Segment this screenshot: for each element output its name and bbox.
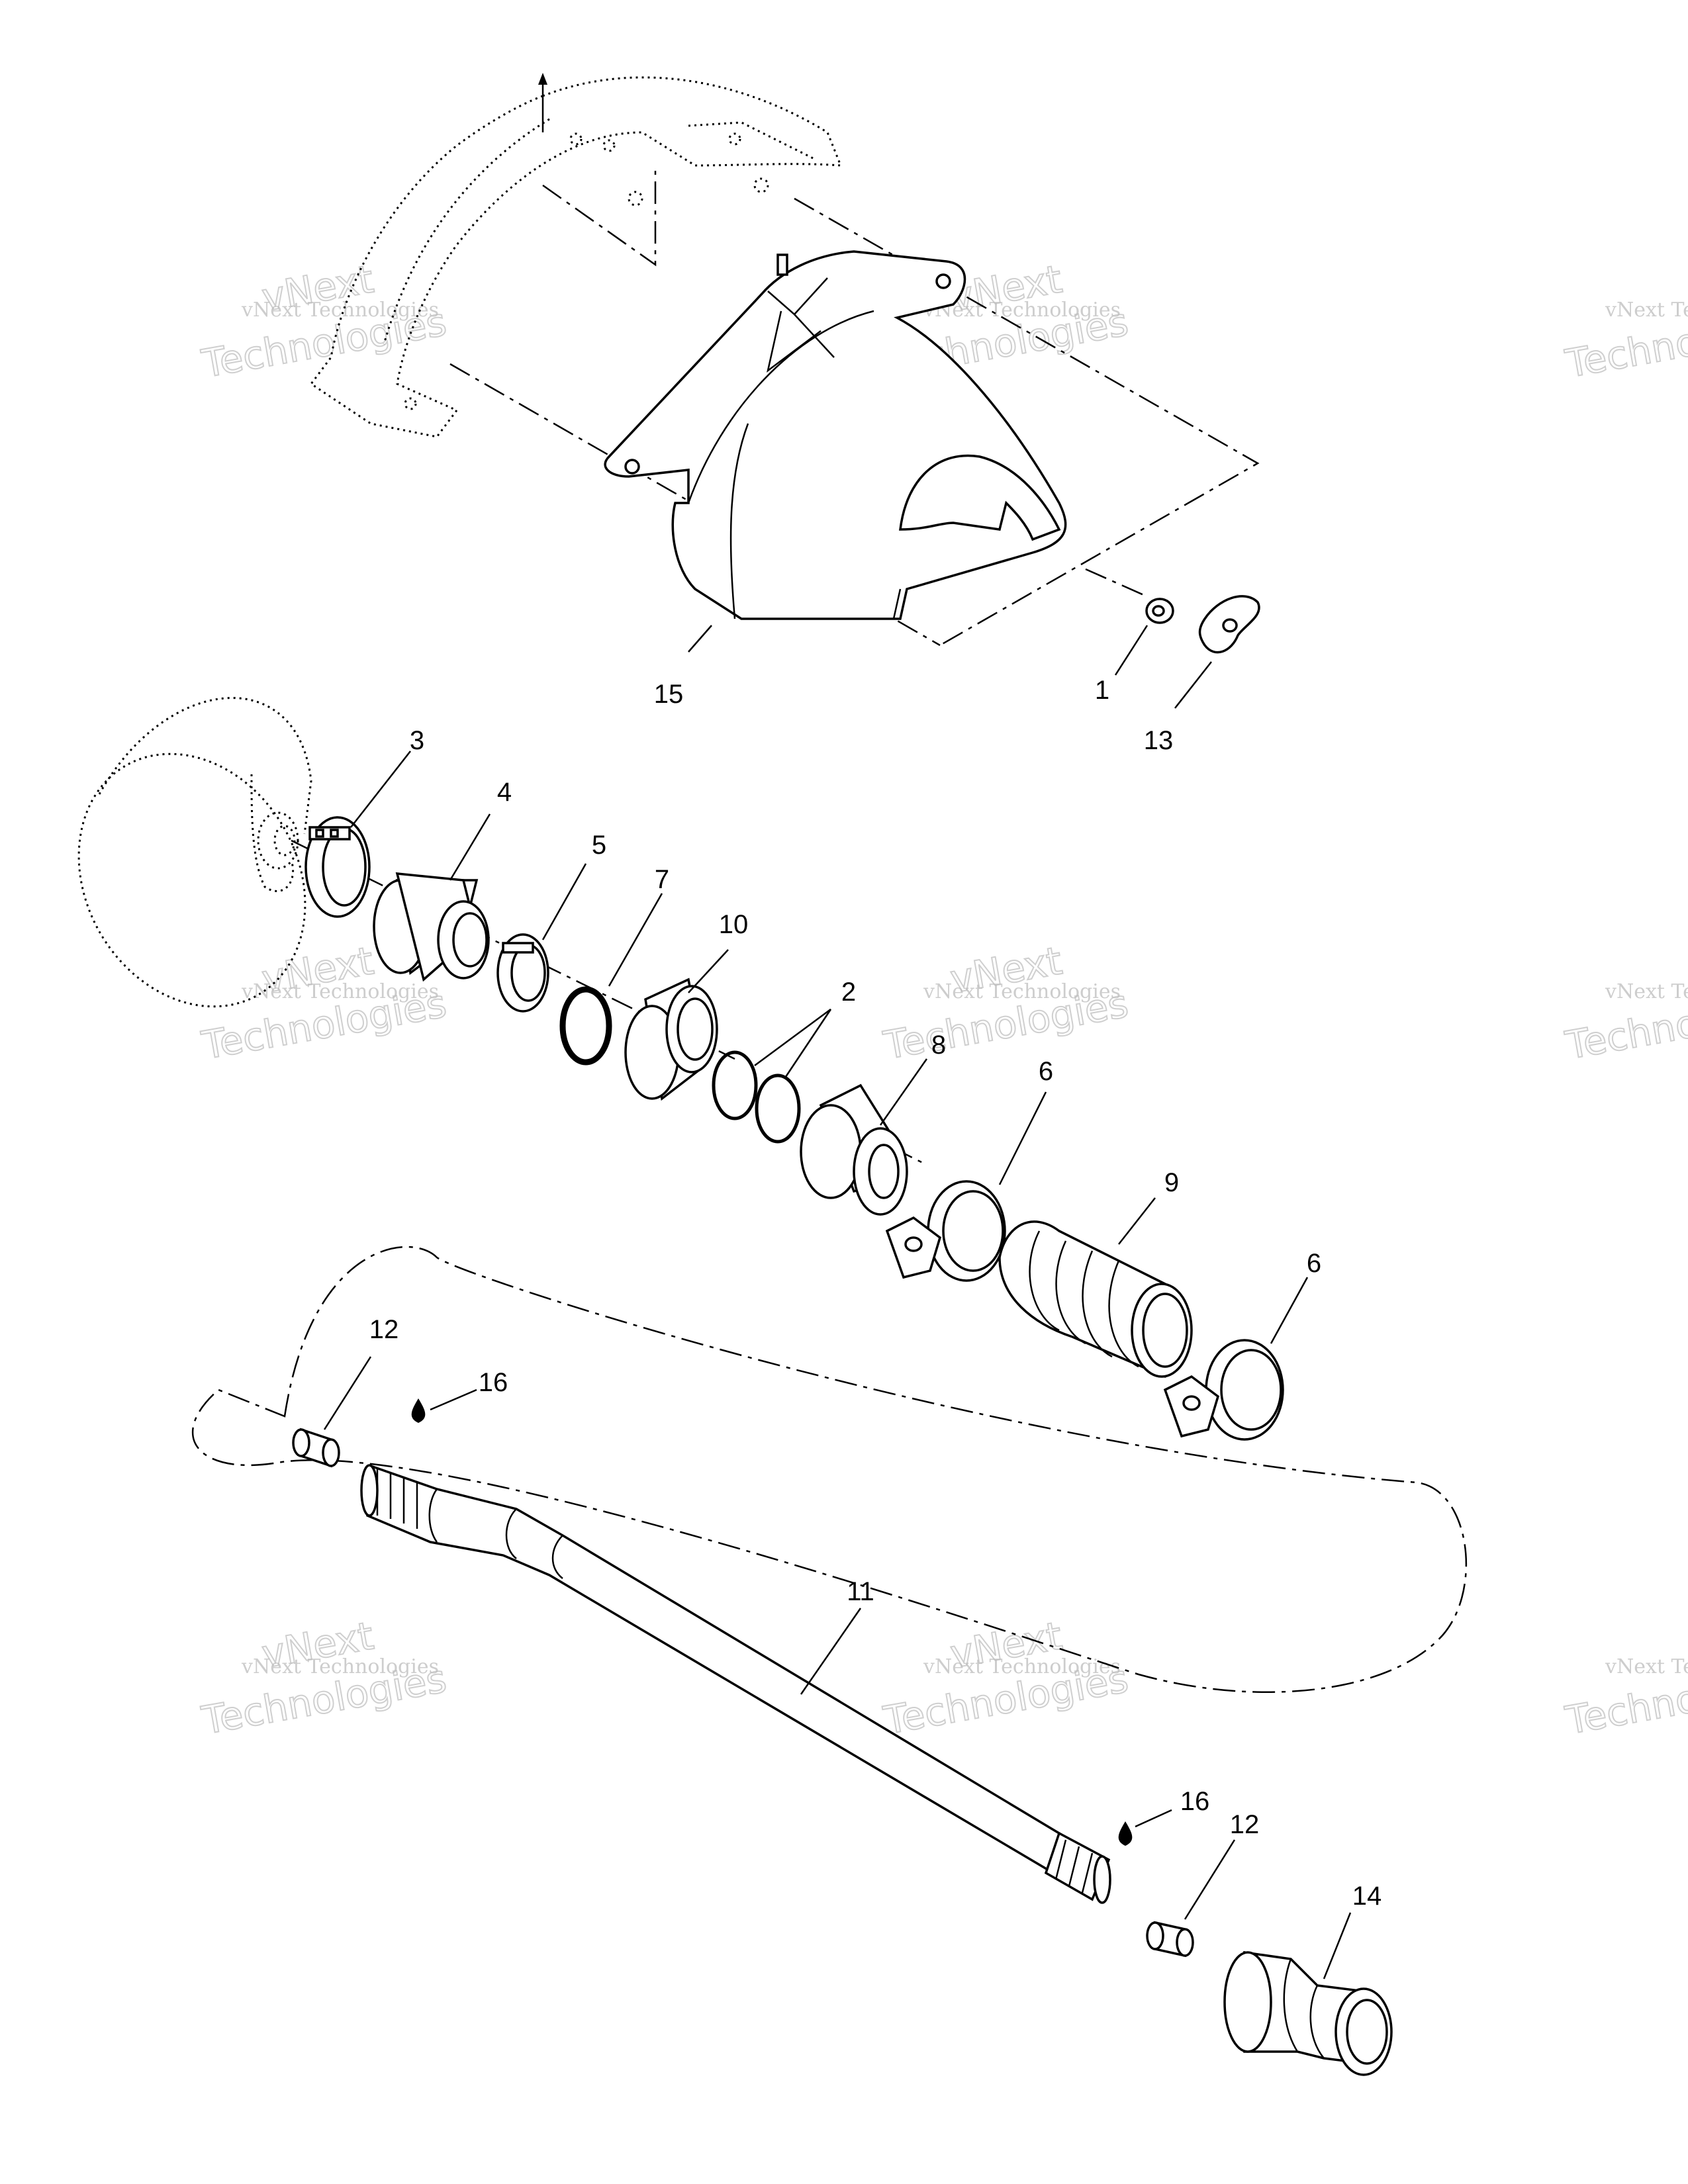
callout-labels: 15 1 13 3 4 5 7 10 2 8 6 9 6 12 16 11 16… — [369, 676, 1382, 1911]
callout-7: 7 — [655, 865, 669, 894]
callout-9: 9 — [1164, 1168, 1179, 1197]
svg-text:vNext Technologies: vNext Technologies — [923, 1655, 1121, 1678]
svg-text:vNext Technologies: vNext Technologies — [241, 1655, 439, 1678]
bearing-sleeve-10 — [624, 978, 718, 1101]
bottom-assembly — [191, 1246, 1467, 2076]
middle-assembly — [77, 697, 1309, 1441]
boot-adapter-4 — [373, 872, 490, 982]
leader-line — [449, 813, 491, 881]
watermark-6: Technologies vNext Technologies — [1562, 980, 1688, 1069]
leader-line — [879, 1058, 928, 1126]
washer — [1145, 598, 1174, 624]
callout-14: 14 — [1352, 1882, 1382, 1911]
leader-line — [608, 893, 663, 987]
callout-4: 4 — [497, 778, 512, 807]
leader-line — [688, 949, 729, 993]
watermark-5: Technologies vNext vNext Technologies — [880, 937, 1133, 1069]
spacer-tube-8 — [800, 1083, 908, 1216]
svg-text:vNext Technologies: vNext Technologies — [1605, 980, 1688, 1003]
top-assembly — [309, 73, 1260, 709]
watermark-7: Technologies vNext vNext Technologies — [198, 1612, 451, 1744]
hose-clamp-6b — [1163, 1339, 1284, 1441]
dotted-bracket — [309, 73, 843, 438]
wing-nut — [1198, 595, 1260, 654]
callout-8: 8 — [931, 1030, 946, 1060]
callout-1: 1 — [1095, 676, 1109, 705]
callout-16b: 16 — [1180, 1787, 1210, 1816]
leader-line — [1270, 1277, 1309, 1344]
bearing-housing-14 — [1223, 1950, 1393, 2076]
jet-pump-guard — [604, 250, 1067, 620]
leader-line — [1174, 661, 1212, 709]
leader-line — [1135, 1809, 1172, 1828]
callout-12a: 12 — [369, 1315, 399, 1344]
callout-2: 2 — [841, 978, 856, 1007]
svg-text:vNext Technologies: vNext Technologies — [1605, 1655, 1688, 1678]
callout-15: 15 — [654, 680, 684, 709]
leader-line — [430, 1388, 477, 1411]
o-rings-2 — [712, 1050, 801, 1144]
watermark-1: Technologies vNext vNext Technologies — [198, 255, 451, 387]
leader-line — [541, 863, 587, 940]
watermark-9: Technologies vNext Technologies — [1562, 1655, 1688, 1744]
ear-clamp-5 — [496, 933, 549, 1013]
leader-line — [998, 1091, 1047, 1185]
leader-line — [1323, 1912, 1352, 1979]
callout-6b: 6 — [1307, 1249, 1321, 1278]
reference-loop — [191, 1246, 1467, 1694]
leader-line — [800, 1608, 862, 1695]
drive-shaft-11 — [360, 1464, 1111, 1904]
hose-clamp-6a — [885, 1180, 1006, 1282]
bellows-boot-9 — [998, 1220, 1193, 1378]
leader-line — [1114, 625, 1149, 676]
reference-line — [542, 165, 657, 267]
ear-clamp-3 — [305, 816, 371, 918]
callout-12b: 12 — [1230, 1810, 1260, 1839]
watermark-8: Technologies vNext vNext Technologies — [880, 1612, 1133, 1744]
grease-drop-icon — [1118, 1821, 1133, 1846]
svg-text:vNext Technologies: vNext Technologies — [1605, 298, 1688, 322]
callout-13: 13 — [1144, 726, 1174, 755]
dotted-hull-reference — [77, 697, 312, 1008]
plug-12b — [1146, 1921, 1194, 1958]
callout-16a: 16 — [479, 1368, 508, 1397]
watermark-3: Technologies vNext Technologies — [1562, 298, 1688, 387]
callout-5: 5 — [592, 831, 606, 860]
leader-line — [754, 1008, 831, 1067]
leader-line — [688, 625, 712, 653]
svg-text:vNext Technologies: vNext Technologies — [241, 980, 439, 1003]
svg-text:vNext Technologies: vNext Technologies — [923, 980, 1121, 1003]
leader-line — [1184, 1839, 1236, 1920]
leader-line — [1118, 1197, 1156, 1245]
plug-12a — [292, 1428, 340, 1468]
leader-line — [323, 1356, 372, 1430]
o-ring-7 — [559, 986, 612, 1066]
reference-line — [1085, 568, 1146, 597]
watermark-text: vNext Technologies — [241, 298, 439, 322]
leader-line — [350, 751, 411, 828]
callout-10: 10 — [719, 910, 749, 939]
callout-6a: 6 — [1039, 1057, 1053, 1086]
callout-3: 3 — [410, 726, 424, 755]
callout-11: 11 — [847, 1577, 874, 1606]
leader-line — [783, 1009, 832, 1079]
grease-drop-icon — [411, 1398, 426, 1423]
